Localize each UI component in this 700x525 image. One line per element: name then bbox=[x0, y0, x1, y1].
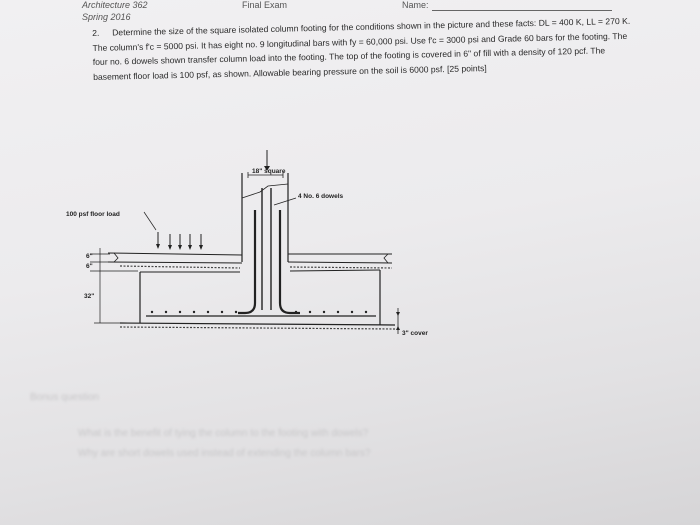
slab-bottom-right bbox=[287, 261, 393, 264]
soil-hatch bbox=[119, 326, 396, 330]
slab-break-left bbox=[113, 252, 119, 263]
name-line bbox=[432, 10, 612, 11]
course-title: Architecture 362 bbox=[82, 0, 148, 10]
faded-line-2: What is the benefit of tying the column … bbox=[78, 428, 369, 439]
cover-label: 3" cover bbox=[402, 330, 428, 337]
floor-load-arrows bbox=[156, 232, 203, 250]
dowels-label: 4 No. 6 dowels bbox=[298, 193, 344, 200]
footing-bar-dots bbox=[150, 310, 368, 314]
slab-top-left bbox=[107, 252, 243, 256]
footing-bottom bbox=[119, 322, 396, 326]
exam-title: Final Exam bbox=[242, 0, 288, 10]
dowel-leader bbox=[273, 197, 297, 206]
term: Spring 2016 bbox=[82, 12, 131, 22]
dowel-hook-right bbox=[278, 210, 300, 315]
dim-6-top: 6" bbox=[86, 253, 93, 260]
name-label: Name: bbox=[402, 0, 429, 10]
dim-6-bottom: 6" bbox=[86, 263, 93, 270]
footing-top-right bbox=[289, 269, 381, 272]
slab-bottom-left bbox=[107, 261, 243, 264]
fill-hatch-left bbox=[119, 265, 241, 269]
dowel-hook-left bbox=[238, 210, 257, 315]
column-load-arrowhead bbox=[264, 166, 270, 171]
floor-load-label: 100 psf floor load bbox=[66, 211, 120, 218]
floor-load-leader bbox=[143, 211, 157, 231]
fill-hatch-right bbox=[289, 266, 393, 269]
slab-break-right bbox=[383, 253, 389, 264]
column-break-line bbox=[241, 183, 289, 199]
dim-32: 32" bbox=[84, 293, 94, 300]
column-size-label: 18" square bbox=[252, 168, 286, 175]
faded-line-1: Bonus question bbox=[30, 392, 99, 403]
faded-line-3: Why are short dowels used instead of ext… bbox=[78, 448, 371, 459]
